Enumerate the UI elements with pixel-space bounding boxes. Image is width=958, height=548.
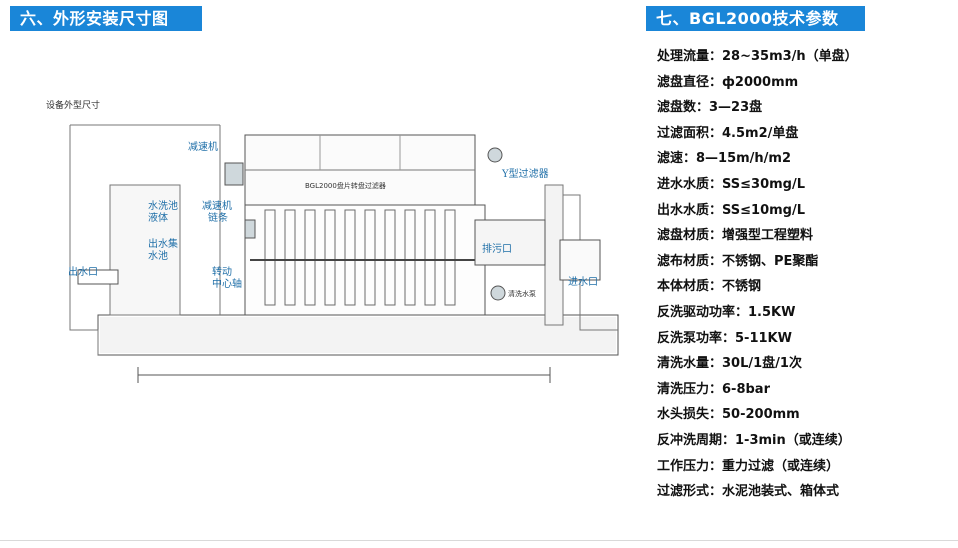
spec-item: 出水水质：SS≤10mg/L — [657, 202, 806, 218]
spec-item: 清洗压力：6-8bar — [657, 381, 770, 397]
reducer-top — [224, 162, 244, 186]
drain-box — [474, 219, 546, 266]
spec-item: 过滤面积：4.5m2/单盘 — [657, 125, 799, 141]
spec-item: 反洗泵功率：5-11KW — [657, 330, 792, 346]
inlet-pipe — [559, 239, 601, 281]
bottom-divider — [0, 540, 958, 541]
label-wash-pump: 清洗水泵 — [508, 289, 536, 298]
spec-item: 工作压力：重力过滤（或连续） — [657, 458, 840, 474]
spec-item: 滤盘直径：ф2000mm — [657, 74, 799, 90]
reducer-mid — [244, 219, 256, 239]
section-title-installation: 六、外形安装尺寸图 — [10, 6, 202, 31]
spec-item: 处理流量：28~35m3/h（单盘） — [657, 49, 858, 64]
label-device-name: BGL2000盘片转盘过滤器 — [305, 181, 386, 190]
label-y-filter: Y型过滤器 — [501, 167, 549, 180]
filter-discs — [264, 209, 456, 306]
wash-pump-symbol — [490, 285, 506, 301]
section-title-specs: 七、BGL2000技术参数 — [646, 6, 865, 31]
spec-item: 滤速：8—15m/h/m2 — [657, 151, 792, 167]
left-tank-wall — [69, 124, 221, 355]
label-inlet: 进水口 — [568, 276, 598, 288]
spec-list: 处理流量：28~35m3/h（单盘） 滤盘直径：ф2000mm 滤盘数：3—23… — [657, 44, 947, 505]
label-outlet-collect: 出水集 — [148, 237, 178, 250]
label-drain: 排污口 — [482, 242, 512, 255]
label-center: 中心轴 — [212, 277, 242, 290]
spec-item: 水头损失：50-200mm — [657, 407, 800, 423]
label-tank: 液体 — [148, 211, 168, 224]
label-chain: 链条 — [208, 211, 228, 224]
spec-item: 反冲洗周期：1-3min（或连续） — [657, 432, 851, 448]
y-filter-symbol — [487, 147, 503, 163]
installation-diagram: 减速机 Y型过滤器 BGL2000盘片转盘过滤器 水洗池 液体 减速机 链条 出… — [68, 124, 619, 383]
label-drive: 转动 — [212, 265, 232, 278]
spec-item: 清洗水量：30L/1盘/1次 — [657, 356, 802, 372]
collect-tank — [109, 184, 181, 316]
label-reducer-mid: 减速机 — [202, 199, 232, 212]
spec-item: 反洗驱动功率：1.5KW — [657, 304, 796, 320]
spec-item: 进水水质：SS≤30mg/L — [657, 176, 806, 192]
label-outlet: 出水口 — [68, 265, 98, 278]
label-wash-pool: 水洗池 — [148, 199, 178, 212]
spec-item: 滤布材质：不锈钢、PE聚酯 — [657, 253, 819, 269]
spec-item: 本体材质：不锈钢 — [657, 279, 762, 295]
outlet-pipe — [77, 269, 119, 285]
spec-item: 过滤形式：水泥池装式、箱体式 — [657, 484, 840, 500]
spec-item: 滤盘数：3—23盘 — [657, 100, 763, 116]
spec-item: 滤盘材质：增强型工程塑料 — [657, 228, 814, 244]
label-reducer-top: 减速机 — [188, 140, 218, 153]
label-collect-tank: 水池 — [148, 249, 168, 262]
diagram-caption: 设备外型尺寸 — [46, 101, 101, 111]
